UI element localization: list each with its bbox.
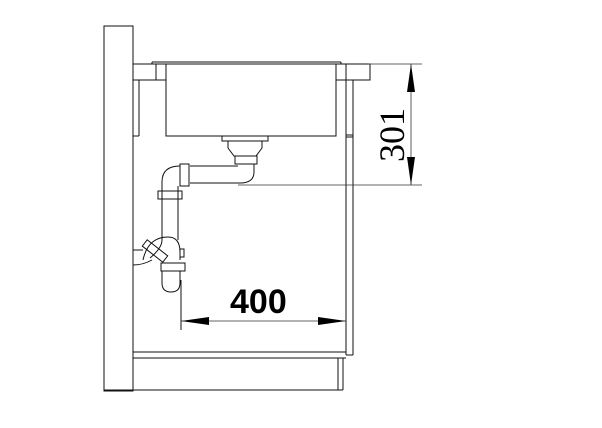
waste-pipe [157,163,190,240]
dimension-301-label: 301 [372,108,412,162]
dimension-vertical: 301 [238,63,422,186]
countertop-left [132,63,167,137]
cabinet-side [345,80,354,356]
wall [103,25,134,392]
strainer-waste [190,135,269,184]
countertop-right [335,63,371,81]
cabinet-floor [104,351,346,391]
dimension-400-label: 400 [230,283,287,321]
dimension-horizontal: 400 [181,283,346,325]
sink-bowl [165,63,337,137]
sink-rim [151,61,342,64]
trap-siphon [132,236,186,330]
